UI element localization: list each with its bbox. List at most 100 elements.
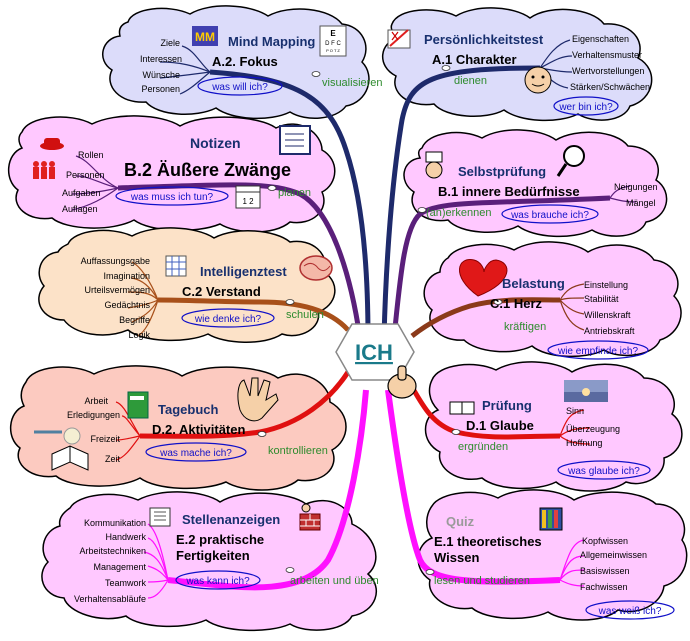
selbstpruefung-verb: (an)erkennen (426, 207, 491, 219)
hand-icon (237, 377, 279, 422)
persoenlichkeit-title: Persönlichkeitstest (424, 32, 544, 47)
notizen-item: Rollen (78, 150, 104, 160)
open-book-icon (51, 445, 89, 471)
stellen-subtitle-1: E.2 praktische (176, 532, 264, 547)
cloud-quiz (417, 489, 688, 621)
branch-mind-mapping-group[interactable]: Mind Mapping A.2. Fokus visualisieren wa… (140, 34, 383, 96)
mind-mapping-logo-icon: MM (192, 26, 218, 46)
quiz-title: Quiz (446, 514, 475, 529)
belastung-verb: kräftigen (504, 321, 546, 333)
pruefung-subtitle: D.1 Glaube (466, 418, 534, 433)
branch-mind-mapping (209, 69, 371, 339)
notizen-item: Aufgaben (62, 188, 101, 198)
heart-icon (459, 259, 508, 297)
svg-text:MM: MM (195, 30, 215, 44)
mind-mapping-item: Wünsche (142, 70, 180, 80)
stellen-item: Kommunikation (84, 518, 146, 528)
center-node[interactable]: ICH (335, 323, 417, 399)
selbstpruefung-item: Mängel (626, 198, 656, 208)
mind-mapping-verb: visualisieren (322, 77, 383, 89)
thumbs-up-icon (387, 365, 417, 399)
clipboard-icon (279, 125, 311, 155)
selbstpruefung-title: Selbstprüfung (458, 164, 546, 179)
svg-text:D F C: D F C (325, 41, 341, 47)
books-icon (539, 507, 563, 531)
svg-text:1 2: 1 2 (242, 197, 254, 206)
intelligenz-subtitle: C.2 Verstand (182, 284, 261, 299)
tagebuch-item: Freizeit (90, 434, 120, 444)
cloud-intelligenz (38, 227, 336, 343)
branch-belastung-group[interactable]: Belastung C.1 Herz kräftigen wie empfind… (490, 276, 649, 360)
persoenlichkeit-verb: dienen (454, 75, 487, 87)
thinking-face-icon (425, 151, 443, 179)
tagebuch-question: was mache ich? (159, 448, 232, 459)
quiz-item: Allgemeinwissen (580, 550, 647, 560)
stellen-title: Stellenanzeigen (182, 512, 280, 527)
mind-mapping-subtitle: A.2. Fokus (212, 54, 278, 69)
persoenlichkeit-question: wer bin ich? (558, 102, 613, 113)
stellen-question: was kann ich? (185, 576, 250, 587)
cloud-selbstpruefung (403, 129, 668, 238)
stellen-item: Verhaltensabläufe (74, 594, 146, 604)
builder-icon (299, 503, 321, 531)
belastung-item: Stabilität (584, 294, 619, 304)
branch-stellen (167, 389, 369, 591)
intelligenz-verb: schulen (286, 309, 324, 321)
branch-selbstpruefung-group[interactable]: Selbstprüfung B.1 innere Bedürfnisse (an… (426, 164, 658, 224)
cloud-stellen (41, 491, 378, 632)
stellen-item: Arbeitstechniken (79, 546, 146, 556)
stellen-item: Management (93, 562, 146, 572)
pruefung-verb: ergründen (458, 441, 508, 453)
stellen-subtitle-2: Fertigkeiten (176, 548, 250, 563)
intelligenz-item: Logik (128, 330, 150, 340)
persoenlichkeit-item: Wertvorstellungen (572, 66, 644, 76)
red-hat-icon (40, 138, 64, 150)
magnifier-icon (556, 145, 585, 177)
persoenlichkeit-item: Verhaltensmuster (572, 50, 642, 60)
quiz-question: was weiß ich? (598, 606, 662, 617)
branch-notizen-group[interactable]: Notizen B.2 Äußere Zwänge planen was mus… (62, 135, 311, 214)
selbstpruefung-subtitle: B.1 innere Bedürfnisse (438, 184, 580, 199)
mind-mapping-item: Personen (141, 84, 180, 94)
intelligenz-item: Urteilsvermögen (84, 285, 150, 295)
people-icon (33, 161, 55, 179)
persoenlichkeit-item: Eigenschaften (572, 34, 629, 44)
branch-pruefung-group[interactable]: Prüfung D.1 Glaube ergründen was glaube … (458, 398, 651, 480)
selbstpruefung-item: Neigungen (614, 182, 658, 192)
branch-quiz (385, 389, 561, 585)
branch-notizen (117, 182, 363, 339)
belastung-item: Willenskraft (584, 310, 631, 320)
eye-chart-icon: E D F C P O T Z (319, 25, 347, 57)
cloud-persoenlichkeit (381, 7, 653, 122)
mind-mapping-item: Ziele (160, 38, 180, 48)
checklist-icon (387, 29, 411, 49)
notizen-item: Personen (66, 170, 105, 180)
branch-tagebuch-group[interactable]: Tagebuch D.2. Aktivitäten kontrollieren … (67, 396, 328, 464)
mind-mapping-item: Interessen (140, 54, 182, 64)
mind-mapping-question: was will ich? (211, 82, 268, 93)
notizen-verb: planen (278, 187, 311, 199)
calendar-icon: 1 2 (235, 185, 261, 209)
branch-stellen-group[interactable]: Stellenanzeigen E.2 praktische Fertigkei… (74, 512, 379, 604)
branch-persoenlichkeit-group[interactable]: Persönlichkeitstest A.1 Charakter dienen… (424, 32, 650, 116)
tagebuch-item: Erledigungen (67, 410, 120, 420)
tagebuch-verb: kontrollieren (268, 445, 328, 457)
selbstpruefung-question: was brauche ich? (510, 210, 589, 221)
branch-quiz-group[interactable]: Quiz E.1 theoretisches Wissen lesen und … (434, 514, 675, 620)
branch-intelligenz-group[interactable]: Intelligenztest C.2 Verstand schulen wie… (81, 256, 324, 340)
branch-selbstpruefung (391, 195, 611, 339)
golf-icon (34, 427, 81, 445)
quiz-item: Fachwissen (580, 582, 628, 592)
notizen-item: Auflagen (62, 204, 98, 214)
face-icon (524, 66, 552, 94)
intelligenz-item: Auffassungsgabe (81, 256, 150, 266)
belastung-subtitle: C.1 Herz (490, 296, 543, 311)
notizen-subtitle: B.2 Äußere Zwänge (124, 160, 291, 180)
belastung-item: Einstellung (584, 280, 628, 290)
stellen-item: Handwerk (105, 532, 146, 542)
intelligenz-item: Gedächtnis (104, 300, 150, 310)
sunset-image-icon (564, 380, 608, 402)
cloud-pruefung (424, 361, 683, 492)
notebook-icon (127, 391, 149, 419)
